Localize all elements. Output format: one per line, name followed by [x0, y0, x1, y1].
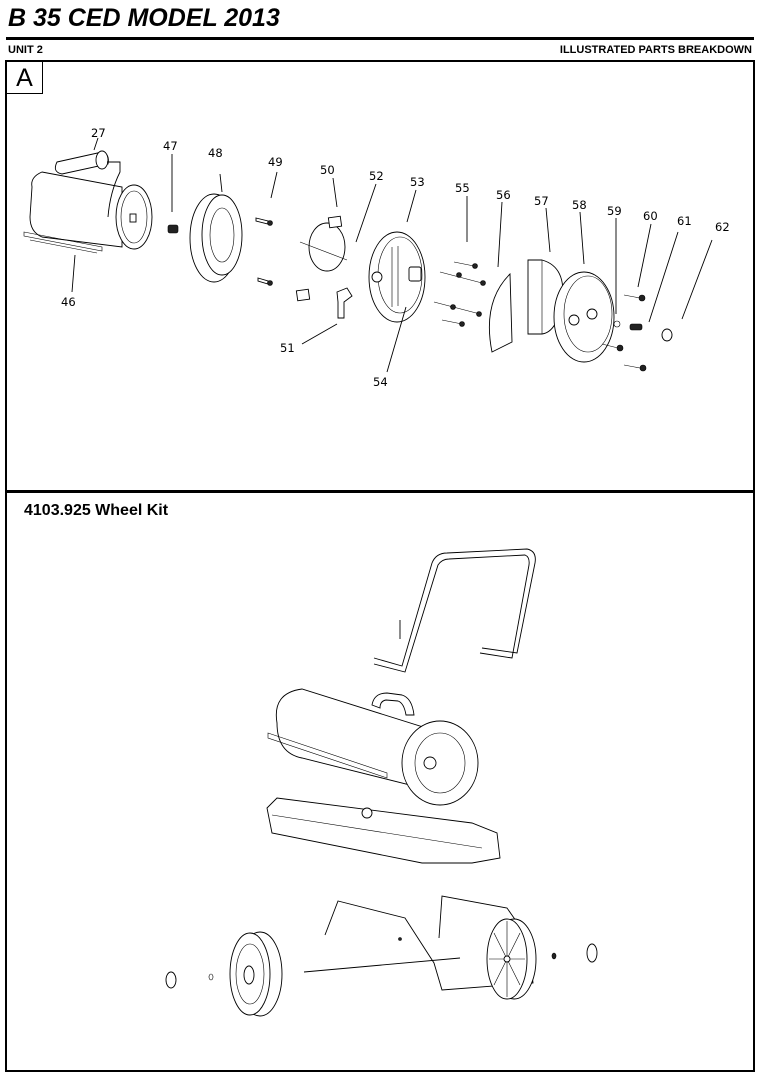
callout-27: 27 [91, 126, 106, 140]
callout-61: 61 [677, 214, 692, 228]
wheel-kit-title: 4103.925 Wheel Kit [24, 502, 169, 519]
callout-62: 62 [715, 220, 730, 234]
panel-a-exploded-view: A [5, 60, 755, 492]
callout-47: 47 [163, 139, 178, 153]
callout-58: 58 [572, 198, 587, 212]
callout-55: 55 [455, 181, 470, 195]
screws-set-part [433, 261, 486, 327]
motor-assembly-diagram: 27 46 47 48 49 50 51 52 53 54 55 56 57 5… [23, 126, 730, 389]
rotor-part [295, 215, 348, 302]
motor-part [23, 150, 153, 254]
callout-57: 57 [534, 194, 549, 208]
callout-48: 48 [208, 146, 223, 160]
wheel-kit-diagram [165, 548, 598, 1017]
unit-label: UNIT 2 [8, 44, 43, 56]
small-parts [601, 294, 673, 372]
elbow-fitting-part [336, 287, 353, 319]
callout-53: 53 [410, 175, 425, 189]
callout-60: 60 [643, 209, 658, 223]
pump-cover-part [488, 272, 513, 353]
callout-54: 54 [373, 375, 388, 389]
panel-letter: A [7, 62, 43, 94]
callout-59: 59 [607, 204, 622, 218]
right-wheel-part [486, 918, 537, 1000]
header-rule [6, 37, 754, 40]
callout-52: 52 [369, 169, 384, 183]
screw-part [255, 217, 273, 286]
wheel-frame-part [303, 895, 534, 991]
section-label: ILLUSTRATED PARTS BREAKDOWN [559, 44, 752, 56]
handle-part [373, 548, 536, 673]
callout-51: 51 [280, 341, 295, 355]
document-title: B 35 CED MODEL 2013 [8, 4, 280, 32]
pump-body-part [368, 231, 426, 323]
callout-49: 49 [268, 155, 283, 169]
fan-clip-part [167, 224, 179, 234]
callout-56: 56 [496, 188, 511, 202]
end-cover-part [553, 271, 615, 363]
fan-wheel-part [189, 193, 243, 283]
callout-50: 50 [320, 163, 335, 177]
wheel-hardware [165, 943, 598, 989]
callout-46: 46 [61, 295, 76, 309]
left-wheel-part [229, 931, 283, 1017]
heater-body-part [266, 688, 501, 864]
panel-b-wheel-kit: 4103.925 Wheel Kit [5, 490, 755, 1072]
